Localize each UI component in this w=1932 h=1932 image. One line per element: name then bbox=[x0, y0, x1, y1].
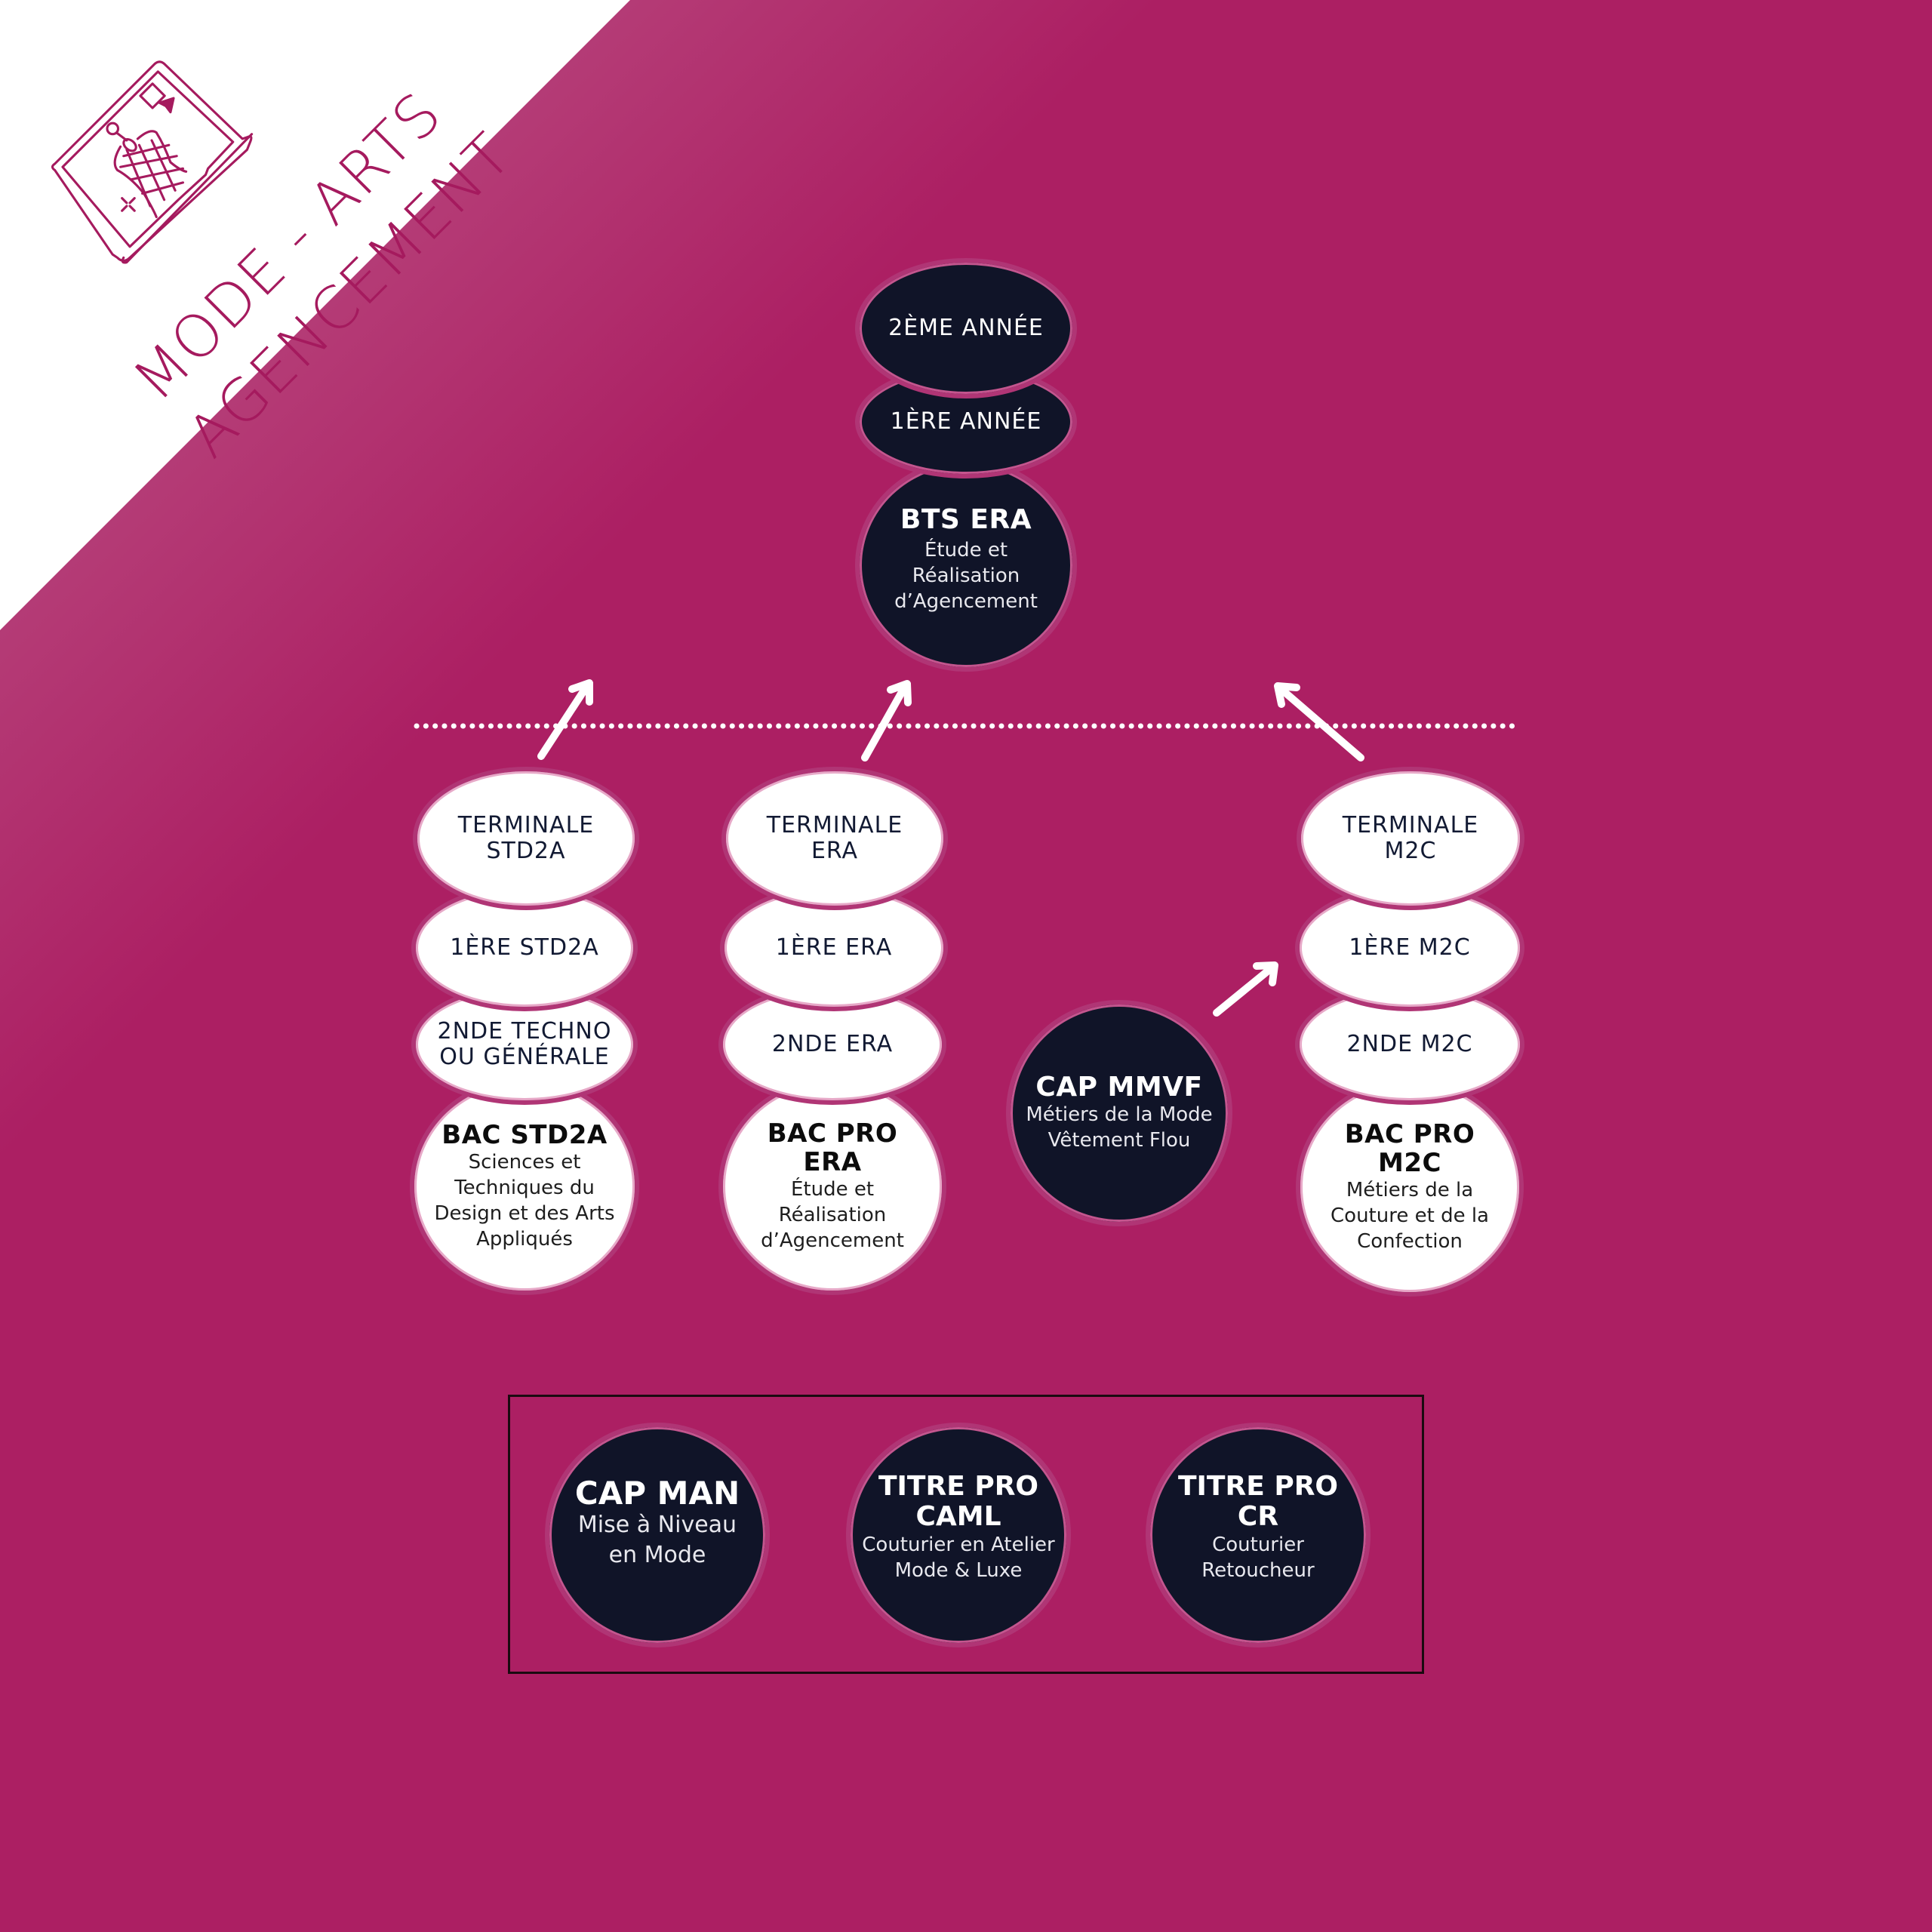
titre-pro-cr-desc-1: Couturier bbox=[1212, 1534, 1304, 1556]
bts-level-2[interactable]: 2ÈME ANNÉE bbox=[855, 258, 1077, 398]
m2c-level-2nde-label: 2NDE M2C bbox=[1346, 1031, 1473, 1057]
bac-pro-era-title: BAC PRO ERA bbox=[767, 1118, 898, 1177]
m2c-level-terminale[interactable]: TERMINALE M2C bbox=[1297, 767, 1524, 910]
bac-pro-era-desc-3: d’Agencement bbox=[761, 1229, 904, 1252]
bac-pro-era-desc-1: Étude et bbox=[790, 1178, 875, 1201]
bac-pro-era-desc-2: Réalisation bbox=[778, 1204, 887, 1226]
bac-std2a-circle[interactable]: BAC STD2A Sciences et Techniques du Desi… bbox=[410, 1078, 639, 1295]
std2a-level-terminale-label: TERMINALE STD2A bbox=[457, 812, 595, 864]
cap-man-title: CAP MAN bbox=[574, 1475, 740, 1512]
bac-pro-m2c-desc-2: Couture et de la bbox=[1331, 1204, 1489, 1227]
titre-pro-caml-desc-1: Couturier en Atelier bbox=[862, 1534, 1055, 1556]
cap-mmvf-title: CAP MMVF bbox=[1035, 1072, 1203, 1103]
bts-circle[interactable]: BTS ERA Étude et Réalisation d’Agencemen… bbox=[855, 459, 1077, 672]
bac-pro-m2c-desc-3: Confection bbox=[1357, 1230, 1463, 1253]
bac-std2a-title: BAC STD2A bbox=[441, 1120, 608, 1150]
titre-pro-cr-desc-2: Retoucheur bbox=[1201, 1559, 1315, 1582]
laptop-dress-form-icon bbox=[51, 60, 254, 264]
cap-mmvf-desc-1: Métiers de la Mode bbox=[1026, 1103, 1213, 1126]
era-level-terminale-label: TERMINALE ERA bbox=[766, 812, 903, 864]
era-level-terminale[interactable]: TERMINALE ERA bbox=[721, 767, 948, 910]
era-level-1ere-label: 1ÈRE ERA bbox=[775, 934, 893, 961]
cap-mmvf-circle[interactable]: CAP MMVF Métiers de la Mode Vêtement Flo… bbox=[1006, 1000, 1232, 1226]
titre-pro-cr-title: TITRE PRO CR bbox=[1177, 1471, 1339, 1532]
bac-pro-m2c-title: BAC PRO M2C bbox=[1344, 1119, 1475, 1178]
titre-pro-caml-desc-2: Mode & Luxe bbox=[894, 1559, 1023, 1582]
bac-pro-m2c-circle[interactable]: BAC PRO M2C Métiers de la Couture et de … bbox=[1296, 1078, 1524, 1297]
cap-man-circle[interactable]: CAP MAN Mise à Niveau en Mode bbox=[545, 1423, 770, 1647]
cap-mmvf-desc-2: Vêtement Flou bbox=[1048, 1129, 1191, 1152]
bts-level-1[interactable]: 1ÈRE ANNÉE bbox=[855, 365, 1077, 478]
m2c-level-1ere-label: 1ÈRE M2C bbox=[1349, 934, 1471, 961]
std2a-level-terminale[interactable]: TERMINALE STD2A bbox=[413, 767, 639, 910]
std2a-level-1ere-label: 1ÈRE STD2A bbox=[450, 934, 599, 961]
era-level-2nde-label: 2NDE ERA bbox=[771, 1031, 894, 1057]
other-programs-box bbox=[508, 1395, 1424, 1674]
cap-man-desc-1: Mise à Niveau bbox=[577, 1512, 737, 1538]
m2c-level-2nde[interactable]: 2NDE M2C bbox=[1295, 984, 1524, 1105]
bts-level-2-label: 2ÈME ANNÉE bbox=[888, 315, 1044, 341]
std2a-level-2nde-label: 2NDE TECHNO OU GÉNÉRALE bbox=[437, 1018, 612, 1070]
titre-pro-cr-circle[interactable]: TITRE PRO CR Couturier Retoucheur bbox=[1146, 1423, 1371, 1647]
bac-std2a-desc-2: Techniques du bbox=[454, 1177, 595, 1199]
titre-pro-caml-circle[interactable]: TITRE PRO CAML Couturier en Atelier Mode… bbox=[846, 1423, 1071, 1647]
bts-title: BTS ERA bbox=[900, 504, 1032, 535]
white-corner-triangle bbox=[0, 0, 630, 630]
bac-std2a-desc-1: Sciences et bbox=[468, 1151, 581, 1174]
m2c-level-terminale-label: TERMINALE M2C bbox=[1342, 812, 1479, 864]
bts-desc-2: Réalisation bbox=[912, 565, 1020, 587]
bac-std2a-desc-3: Design et des Arts bbox=[434, 1202, 615, 1225]
bac-pro-era-circle[interactable]: BAC PRO ERA Étude et Réalisation d’Agenc… bbox=[718, 1078, 946, 1295]
bts-level-1-label: 1ÈRE ANNÉE bbox=[890, 408, 1042, 435]
bts-desc-3: d’Agencement bbox=[894, 590, 1038, 613]
cap-man-desc-2: en Mode bbox=[608, 1542, 706, 1568]
bac-pro-m2c-desc-1: Métiers de la bbox=[1346, 1179, 1474, 1201]
bts-desc-1: Étude et bbox=[924, 539, 1008, 561]
bac-std2a-desc-4: Appliqués bbox=[476, 1228, 573, 1251]
titre-pro-caml-title: TITRE PRO CAML bbox=[878, 1471, 1039, 1532]
